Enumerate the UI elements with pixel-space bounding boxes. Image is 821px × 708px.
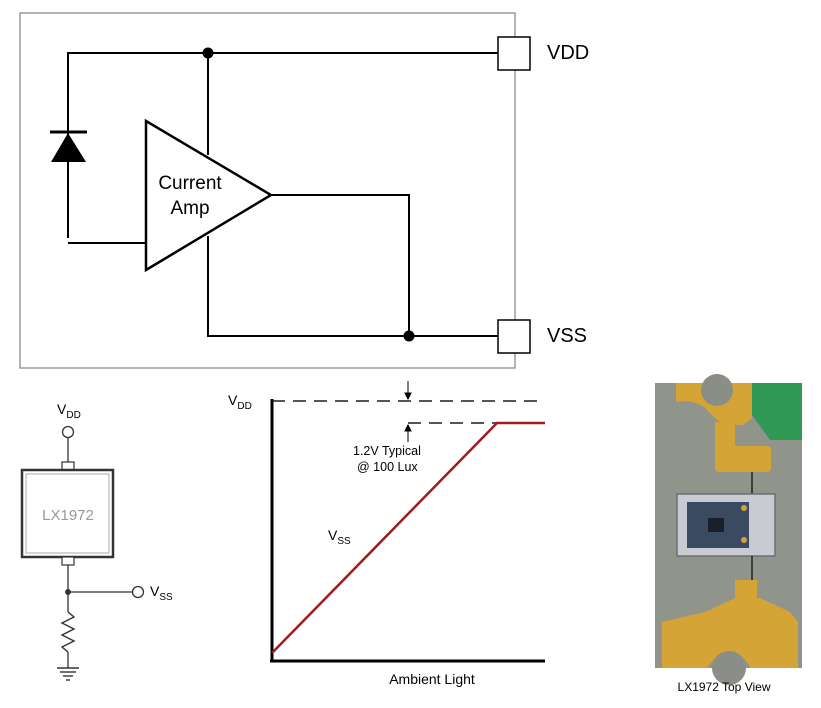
vss-curve xyxy=(271,421,545,654)
vdd-pin-label: VDD xyxy=(547,42,589,64)
amp-label-line1: Current xyxy=(158,173,222,194)
app-chip-inner xyxy=(25,473,110,554)
photo-die-pad2 xyxy=(741,537,747,543)
vss-junction-dot xyxy=(403,330,415,342)
app-vss-terminal xyxy=(131,585,145,599)
amp-ground-wire xyxy=(207,236,498,337)
app-vdd-terminal xyxy=(61,425,75,439)
amp-label-line2: Amp xyxy=(170,198,209,219)
ground-symbol xyxy=(57,667,79,681)
x-axis-label: Ambient Light xyxy=(389,671,475,687)
app-chip-label: LX1972 xyxy=(42,507,94,524)
curve-label: VSS xyxy=(328,527,351,547)
package-outline xyxy=(19,12,516,369)
photo-die-pad1 xyxy=(741,505,747,511)
photo-caption: LX1972 Top View xyxy=(678,680,771,694)
transfer-graph: VDD 1.2V Typical @ 100 Lux VSS Ambient L… xyxy=(228,381,545,687)
photo-top-via xyxy=(701,374,733,406)
app-chip-bottom-lead xyxy=(61,556,75,566)
dimension-arrows xyxy=(404,381,412,442)
vss-pin xyxy=(497,319,531,354)
current-amp-triangle xyxy=(144,118,274,273)
photo-die-sensor xyxy=(708,518,724,532)
vdd-pin xyxy=(497,36,531,71)
vss-pin-label: VSS xyxy=(547,325,587,347)
resistor-symbol xyxy=(60,611,76,653)
photo-bottom-trace xyxy=(735,580,757,602)
app-vdd-label: VDD xyxy=(57,401,81,421)
amp-output-wire xyxy=(271,194,410,336)
photo-top-bar xyxy=(715,446,771,472)
graph-vdd-label: VDD xyxy=(228,392,252,412)
application-circuit: VDD LX1972 VSS xyxy=(20,401,173,681)
photo-top-trace xyxy=(715,422,735,448)
annotation-line2: @ 100 Lux xyxy=(357,460,418,474)
photo-bottom-pad xyxy=(662,598,798,668)
annotation-line1: 1.2V Typical xyxy=(353,444,421,458)
vdd-rail xyxy=(67,52,498,238)
photo-green-corner xyxy=(752,383,802,440)
photo-bottom-via xyxy=(712,651,746,685)
block-diagram: Current Amp VDD VSS xyxy=(19,12,589,369)
photodiode-symbol xyxy=(50,130,87,162)
app-vss-label: VSS xyxy=(150,583,173,603)
chip-photo: LX1972 Top View xyxy=(655,374,802,694)
